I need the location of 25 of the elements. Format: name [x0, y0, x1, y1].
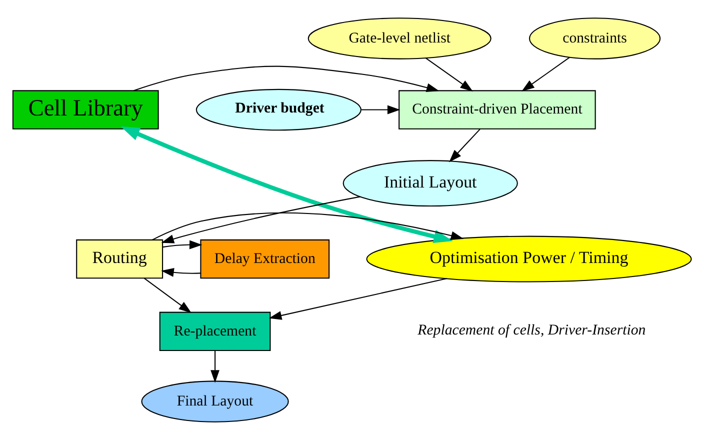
arrow	[210, 350, 220, 383]
arrow	[161, 268, 201, 277]
arrow	[161, 196, 360, 244]
arrow	[120, 126, 453, 244]
arrow	[144, 278, 192, 314]
arrow	[449, 128, 480, 162]
node-ellipse: constraints	[528, 18, 661, 60]
node-ellipse: Driver budget	[196, 88, 362, 131]
node-box: Constraint-driven Placement	[398, 90, 596, 130]
arrow	[361, 105, 400, 114]
node-ellipse: Optimisation Power / Timing	[366, 236, 692, 282]
node-ellipse: Initial Layout	[342, 160, 518, 207]
arrow	[522, 56, 570, 92]
node-box: Delay Extraction	[200, 239, 330, 279]
arrow	[425, 58, 473, 92]
arrow	[162, 240, 202, 250]
arrow	[268, 278, 448, 320]
arrow	[134, 66, 440, 92]
node-ellipse: Final Layout	[141, 380, 289, 422]
node-box: Cell Library	[12, 90, 159, 130]
arrow	[152, 212, 464, 240]
label: Replacement of cells, Driver-Insertion	[418, 322, 646, 338]
node-box: Re-placement	[159, 312, 271, 352]
node-box: Routing	[76, 239, 164, 279]
node-ellipse: Gate-level netlist	[308, 18, 492, 60]
